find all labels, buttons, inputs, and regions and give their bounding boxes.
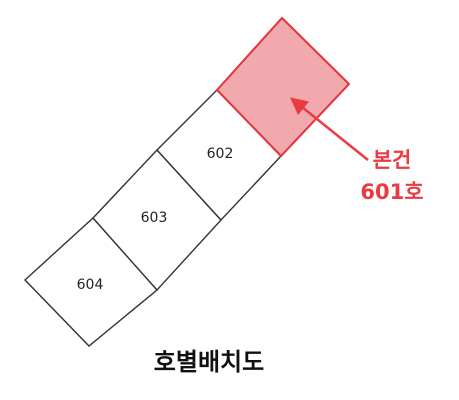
annotation-line-2: 601호 — [360, 180, 423, 204]
unit-602-label: 602 — [207, 146, 234, 162]
unit-601-highlight — [215, 16, 351, 158]
unit-strip: 602 603 604 — [23, 16, 351, 347]
unit-604-label: 604 — [77, 277, 104, 293]
diagram-caption: 호별배치도 — [154, 348, 264, 376]
annotation-arrow — [289, 97, 369, 161]
annotation-line-1: 본건 — [373, 148, 412, 172]
unit-603-label: 603 — [141, 210, 168, 226]
